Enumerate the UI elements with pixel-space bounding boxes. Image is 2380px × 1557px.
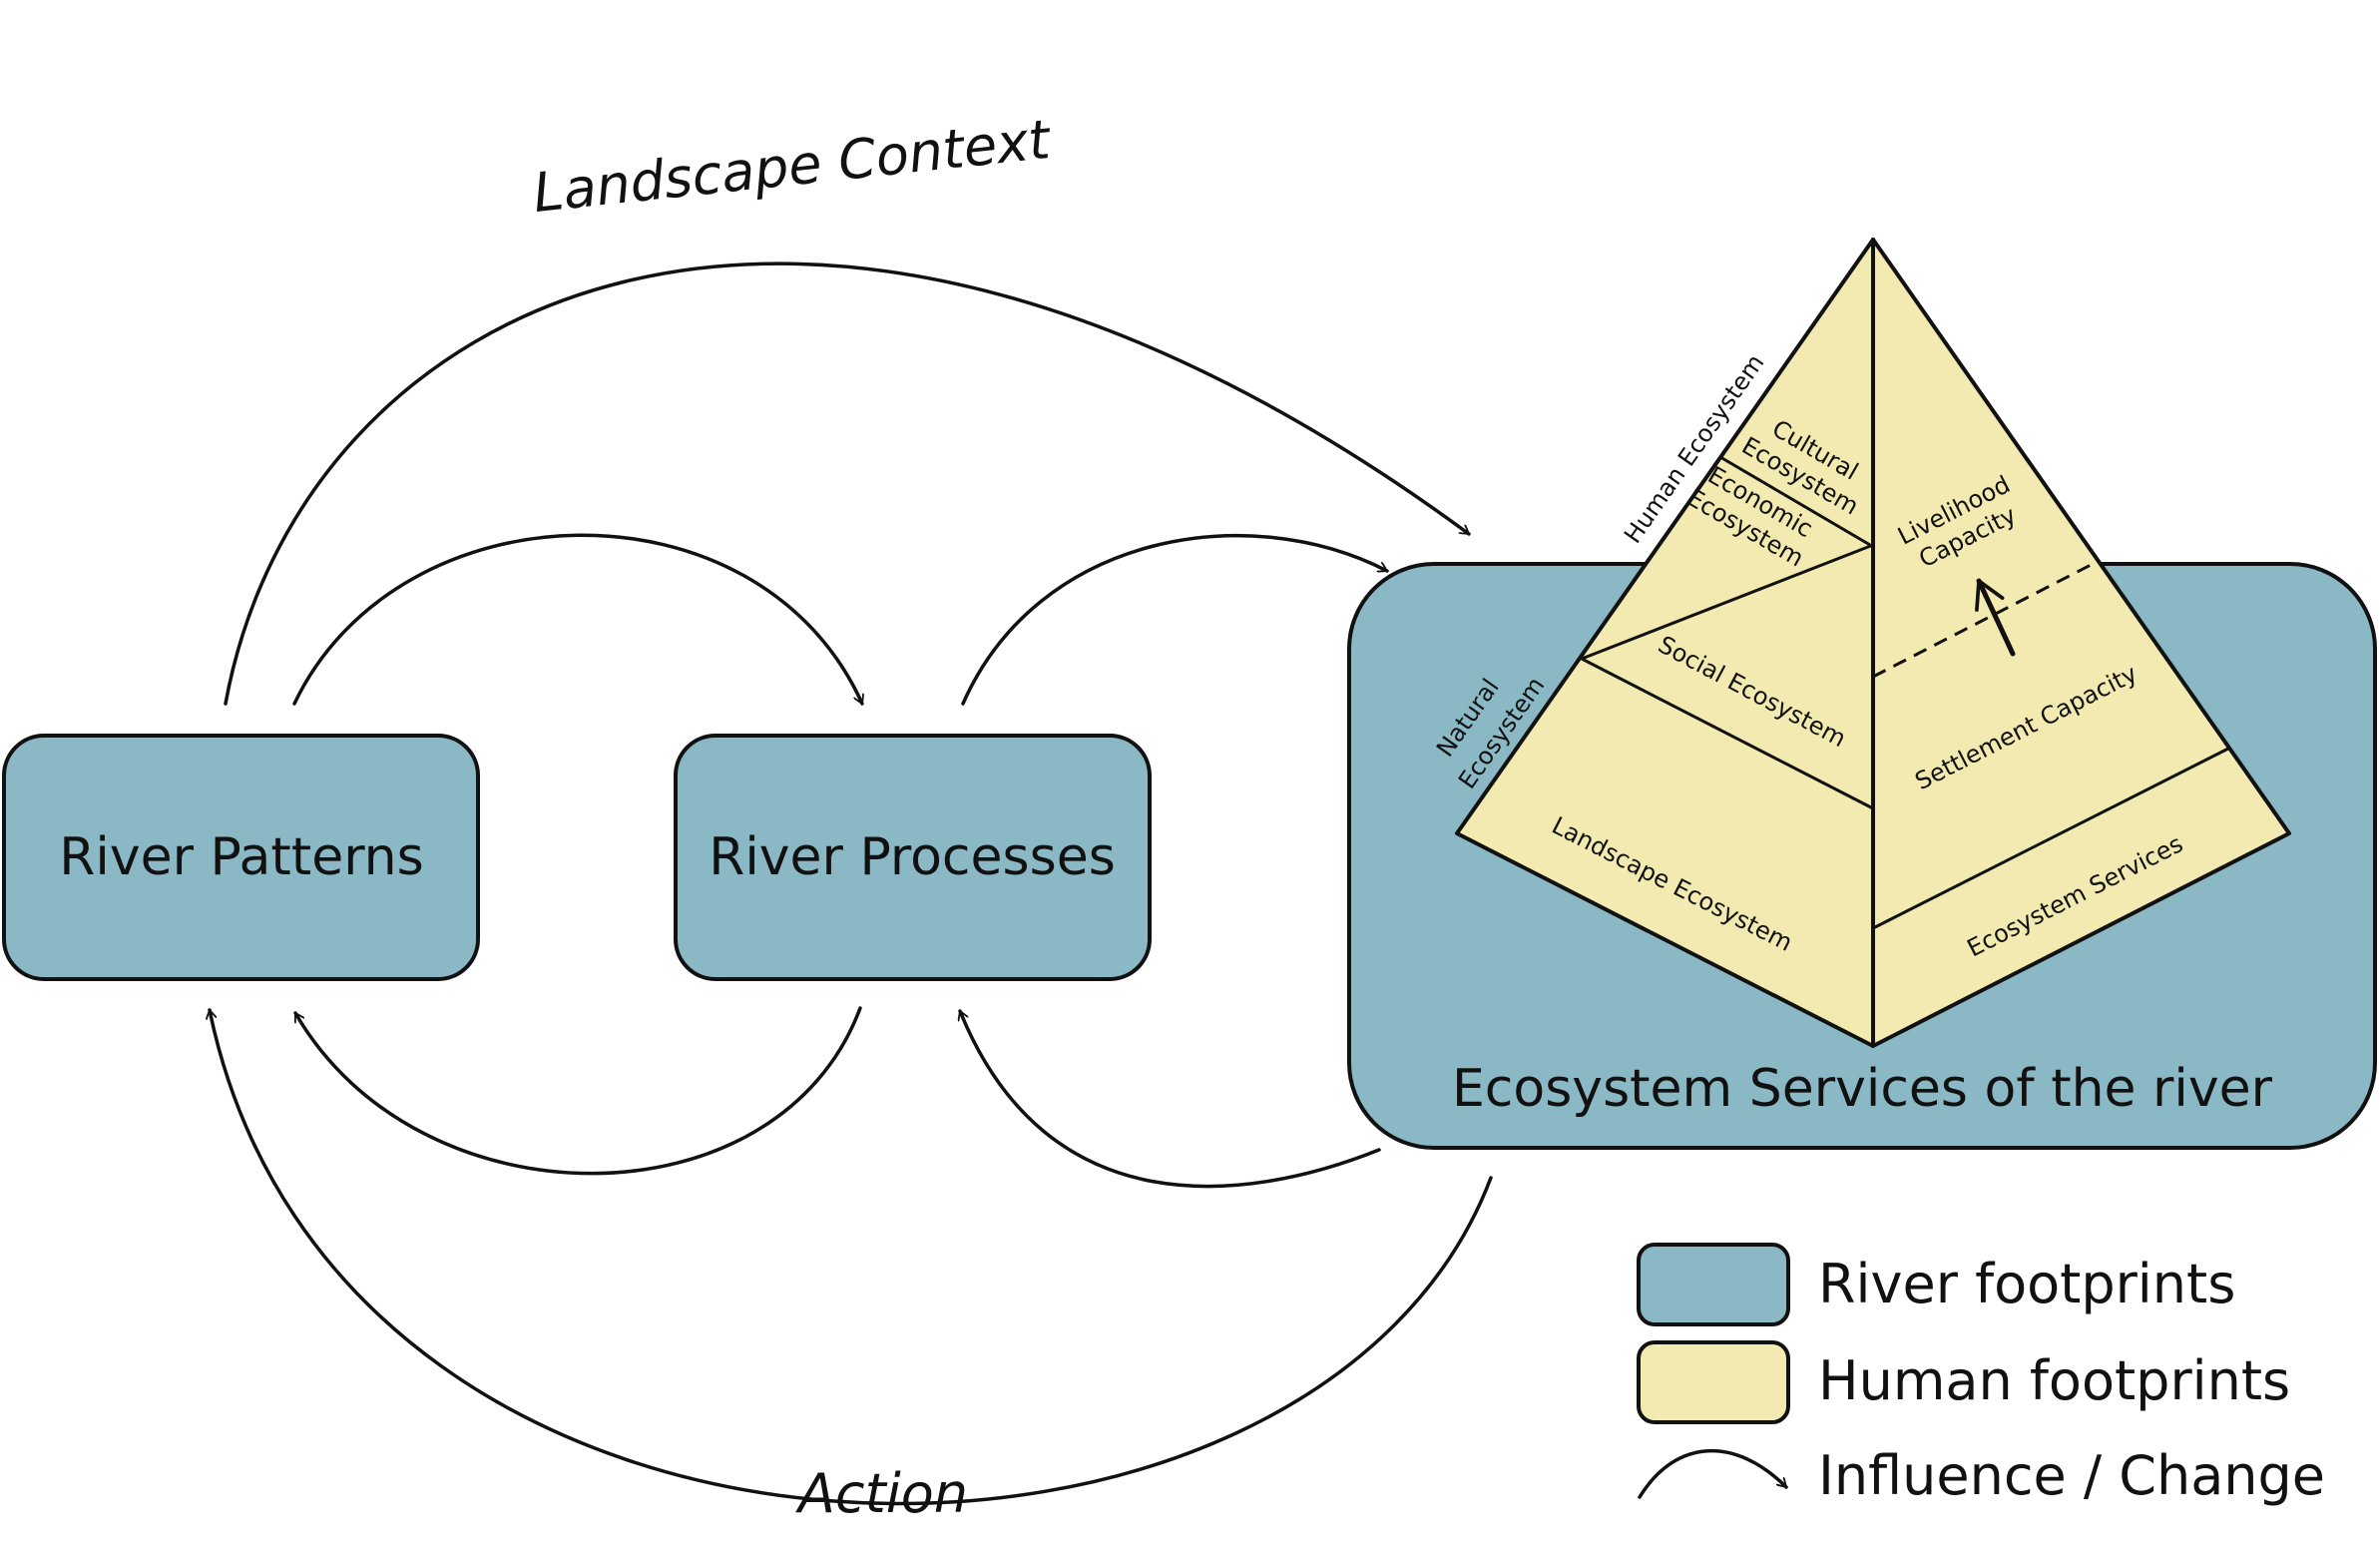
services-to-processes-arrow (960, 1009, 1381, 1189)
legend-human-label: Human footprints (1818, 1349, 2290, 1412)
patterns-to-processes-arrow (292, 533, 862, 706)
processes-to-services-arrow (961, 533, 1389, 706)
legend: River footprints Human footprints Influe… (1637, 1243, 2325, 1507)
river-patterns-label: River Patterns (59, 827, 423, 887)
landscape-context-label: Landscape Context (530, 108, 1054, 225)
processes-to-patterns-arrow (293, 1006, 862, 1176)
river-processes-box: River Processes (674, 734, 1152, 981)
capacity-up-arrow-icon (1975, 578, 2016, 657)
river-patterns-box: River Patterns (2, 734, 480, 981)
legend-influence-label: Influence / Change (1818, 1444, 2325, 1507)
legend-river-swatch (1637, 1243, 1790, 1326)
flow-arrows (210, 261, 1493, 1506)
action-arrow (210, 1008, 1493, 1506)
legend-river-label: River footprints (1818, 1253, 2235, 1315)
river-processes-label: River Processes (709, 827, 1116, 887)
landscape-context-arrow (224, 261, 1471, 706)
action-label: Action (795, 1462, 968, 1525)
pyramid-right-face (1871, 238, 2291, 1048)
legend-influence-arrow-icon (1638, 1448, 1788, 1499)
legend-human-swatch (1637, 1340, 1790, 1424)
ecosystem-services-label: Ecosystem Services of the river (1452, 1059, 2273, 1119)
